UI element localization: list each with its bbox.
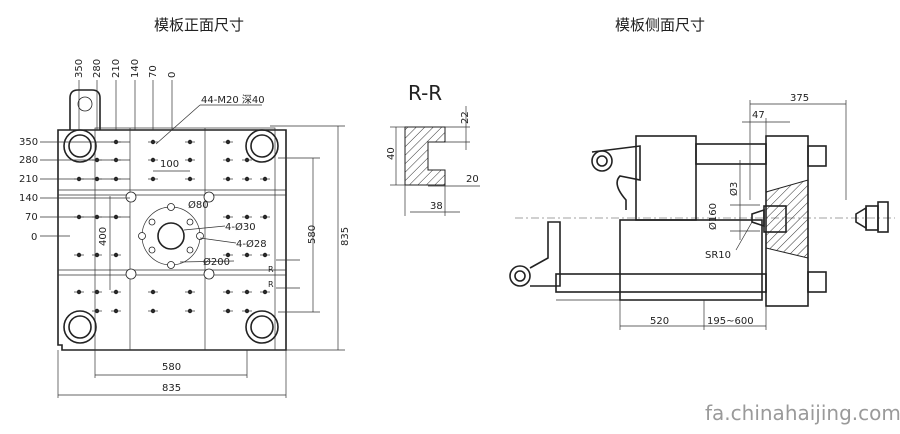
tie-bar-holes [63, 129, 279, 344]
fixed-platen-section [765, 179, 809, 259]
top-tick-70: 70 [148, 65, 159, 78]
ejector-hole-a [148, 218, 156, 226]
ejector-hole-d [186, 246, 194, 254]
ejector-hole-bottom [167, 261, 175, 269]
platen-outline [57, 129, 287, 351]
nozzle-hole-80 [157, 222, 185, 250]
tie-bar-lower [555, 273, 767, 293]
ejector-hole-e [125, 191, 137, 203]
toggle-pin-upper [591, 150, 613, 172]
top-tick-280: 280 [92, 59, 103, 78]
dim-835-vertical: 835 [340, 227, 351, 246]
moving-platen-body [619, 219, 763, 301]
side-view: 模板侧面尺寸 375 47 [509, 16, 895, 330]
ejector-hole-c [148, 246, 156, 254]
dim-580-vertical: 580 [307, 225, 318, 244]
toggle-pin-lower-inner [514, 270, 526, 282]
ejector-hole-f [203, 191, 215, 203]
dim-400: 400 [98, 227, 109, 246]
left-tick-210: 210 [19, 174, 38, 185]
dim-835-horizontal: 835 [162, 383, 181, 394]
ejector-hole-left [138, 232, 146, 240]
ejector-hole-right [196, 232, 204, 240]
toggle-pin-upper-inner [596, 155, 608, 167]
left-tick-0: 0 [31, 232, 37, 243]
tie-bar-hole-tr-inner [250, 134, 274, 158]
tie-bar-upper [695, 143, 767, 165]
side-view-title: 模板侧面尺寸 [615, 16, 705, 34]
left-tick-350: 350 [19, 137, 38, 148]
tie-bar-hole-tr [245, 129, 279, 163]
watermark: fa.chinahaijing.com [705, 401, 900, 425]
dim-d160: Ø160 [707, 203, 719, 230]
section-mark-r-top: R [268, 265, 274, 274]
section-title: R-R [408, 81, 442, 105]
section-mark-r-bottom: R [268, 280, 274, 289]
top-tick-0: 0 [167, 72, 178, 78]
hanger-tab [69, 89, 101, 130]
section-marks: R R [268, 259, 300, 289]
left-tick-labels: 350 280 210 140 70 0 [19, 137, 130, 243]
tie-bar-hole-tl-inner [68, 134, 92, 158]
dim-375: 375 [790, 93, 809, 104]
hanger-hole [77, 96, 93, 112]
section-view: R-R 40 22 20 38 [386, 81, 480, 216]
dim-d200: Ø200 [203, 256, 230, 268]
tie-bar-hole-bl [63, 310, 97, 344]
dim-520: 520 [650, 316, 669, 327]
dim-38: 38 [430, 201, 443, 212]
thread-note: 44-M20 深40 [201, 94, 265, 106]
dim-d3: Ø3 [728, 182, 740, 196]
front-view: 模板正面尺寸 [19, 16, 351, 398]
dim-4-d28: 4-Ø28 [236, 238, 267, 250]
tie-nut-lower [807, 271, 827, 293]
ejector-hole-b [186, 218, 194, 226]
dim-100: 100 [160, 159, 179, 170]
ejector-hole-h [203, 268, 215, 280]
dim-580-horizontal: 580 [162, 362, 181, 373]
left-tick-140: 140 [19, 193, 38, 204]
ejector-hole-g [125, 268, 137, 280]
dim-d80: Ø80 [188, 199, 209, 211]
toggle-pin-lower [509, 265, 531, 287]
left-tick-280: 280 [19, 155, 38, 166]
t-slot-section [404, 126, 446, 186]
toggle-link-upper [591, 145, 641, 210]
thread-holes [74, 139, 270, 314]
injection-unit-end [877, 201, 889, 233]
dim-47: 47 [752, 110, 765, 121]
top-tick-labels: 350 280 210 140 70 0 [74, 59, 178, 130]
tie-bar-hole-tl [63, 129, 97, 163]
top-tick-350: 350 [74, 59, 85, 78]
tie-bar-hole-br [245, 310, 279, 344]
left-tick-70: 70 [25, 212, 38, 223]
dim-20: 20 [466, 174, 479, 185]
dim-195-600: 195~600 [707, 316, 754, 327]
dim-22: 22 [460, 111, 471, 124]
tie-bar-hole-br-inner [250, 315, 274, 339]
tie-nut-upper [807, 145, 827, 167]
top-tick-210: 210 [111, 59, 122, 78]
platen-inner-frame [94, 127, 276, 351]
locating-ring-200 [141, 206, 201, 266]
tie-bar-hole-bl-inner [68, 315, 92, 339]
moving-platen-upper [635, 135, 697, 221]
top-tick-140: 140 [130, 59, 141, 78]
front-view-title: 模板正面尺寸 [154, 16, 244, 34]
dim-4-d30: 4-Ø30 [225, 221, 256, 233]
dim-sr10: SR10 [705, 250, 731, 261]
ejector-hole-top [167, 203, 175, 211]
nozzle-tip [751, 208, 765, 228]
dim-40: 40 [386, 147, 397, 160]
toggle-link-lower [529, 221, 561, 287]
